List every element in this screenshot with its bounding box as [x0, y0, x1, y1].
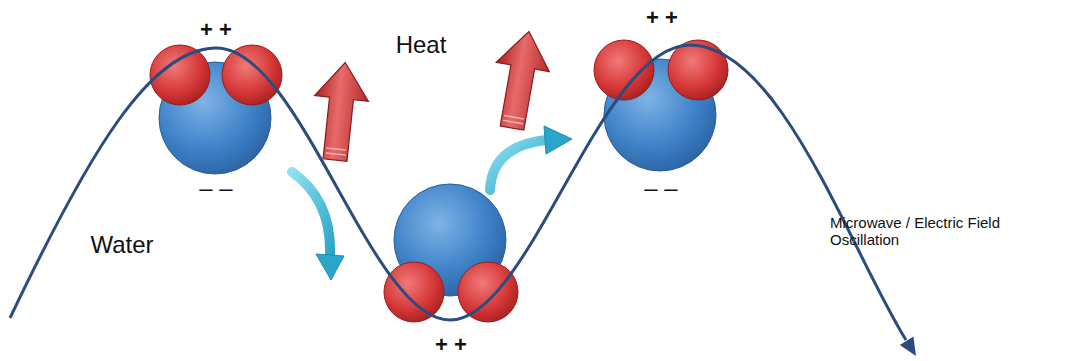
- water-molecule: [384, 184, 518, 322]
- charge-sign: + +: [200, 17, 232, 42]
- charge-sign: – –: [199, 174, 232, 202]
- heat-arrow: [485, 27, 555, 133]
- wave-caption: Microwave / Electric Field Oscillation: [830, 214, 1030, 249]
- text-label: Water: [90, 231, 153, 259]
- charge-sign: + +: [646, 5, 678, 30]
- charge-sign: + +: [435, 332, 467, 357]
- rotation-arrow: [490, 126, 572, 190]
- charge-sign: – –: [644, 174, 677, 202]
- field-wave: [10, 45, 916, 356]
- heat-arrow: [308, 60, 372, 163]
- text-label: Heat: [396, 31, 447, 59]
